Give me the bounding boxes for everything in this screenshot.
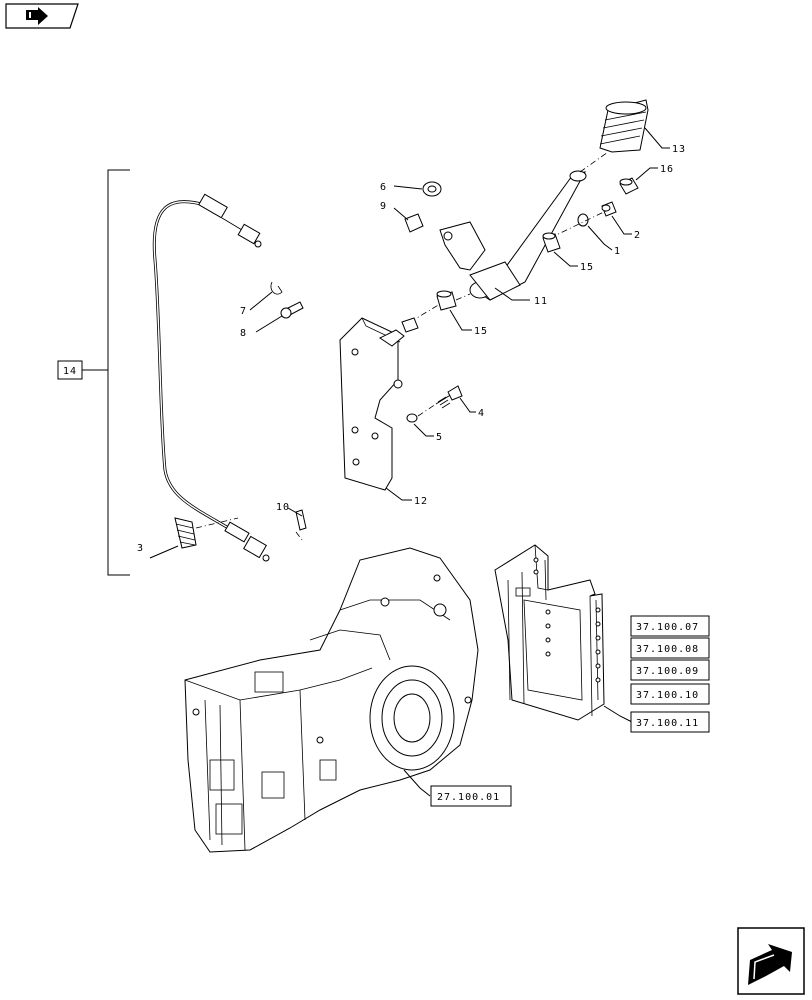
boot-3: 3: [137, 517, 239, 559]
callout-9: 9: [380, 201, 387, 212]
bushing-15-upper: 15: [542, 232, 594, 273]
callout-4: 4: [478, 408, 485, 419]
reference-label: 37.100.08: [636, 644, 699, 655]
callout-10: 10: [276, 502, 290, 513]
callout-12: 12: [414, 496, 428, 507]
callout-7: 7: [240, 306, 247, 317]
spacer-6-9: 6 9: [380, 181, 442, 233]
reference-link-37-100-08[interactable]: 37.100.08: [630, 637, 710, 659]
reference-label: 27.100.01: [437, 792, 500, 803]
reference-link-37-100-11[interactable]: 37.100.11: [630, 711, 710, 733]
reference-link-37-100-09[interactable]: 37.100.09: [630, 659, 710, 681]
boot-13: 13: [579, 99, 686, 173]
callout-3: 3: [137, 543, 144, 554]
callout-2: 2: [634, 230, 641, 241]
next-page-button[interactable]: [737, 927, 805, 995]
callout-6: 6: [380, 182, 387, 193]
callout-1: 1: [614, 246, 621, 257]
reference-label: 37.100.09: [636, 666, 699, 677]
reference-label: 37.100.11: [636, 718, 699, 729]
bolt-4-washer-5: 4 5: [406, 385, 485, 443]
transmission-housing: [184, 547, 479, 853]
callout-8: 8: [240, 328, 247, 339]
cap-16: 16: [619, 164, 674, 195]
callout-16: 16: [660, 164, 674, 175]
callout-11: 11: [534, 296, 548, 307]
support-frame: [494, 544, 633, 723]
callout-5: 5: [436, 432, 443, 443]
callout-15-upper: 15: [580, 262, 594, 273]
bushing-15-lower: 15: [409, 290, 488, 337]
reference-link-27-100-01[interactable]: 27.100.01: [430, 785, 512, 807]
callout-14: 14: [63, 366, 77, 377]
callout-15-lower: 15: [474, 326, 488, 337]
reference-label: 37.100.10: [636, 690, 699, 701]
pin-10: 10: [276, 502, 307, 541]
reference-list: 37.100.07 37.100.08 37.100.09 37.100.10 …: [430, 615, 710, 807]
back-nav-button[interactable]: [5, 3, 79, 29]
plate-12: 12: [339, 317, 428, 507]
bracket-14: 14: [57, 169, 130, 576]
reference-link-37-100-07[interactable]: 37.100.07: [630, 615, 710, 637]
back-arrow-icon: [26, 7, 48, 25]
washer-nut-1-2: 1 2: [549, 201, 641, 257]
callout-13: 13: [672, 144, 686, 155]
clip-pin-7-8: 7 8: [240, 281, 304, 339]
reference-link-37-100-10[interactable]: 37.100.10: [630, 683, 710, 705]
reference-label: 37.100.07: [636, 622, 699, 633]
cable-assembly: [152, 193, 270, 562]
next-page-arrow-icon: [748, 944, 792, 985]
lever-11: 11: [439, 170, 587, 307]
